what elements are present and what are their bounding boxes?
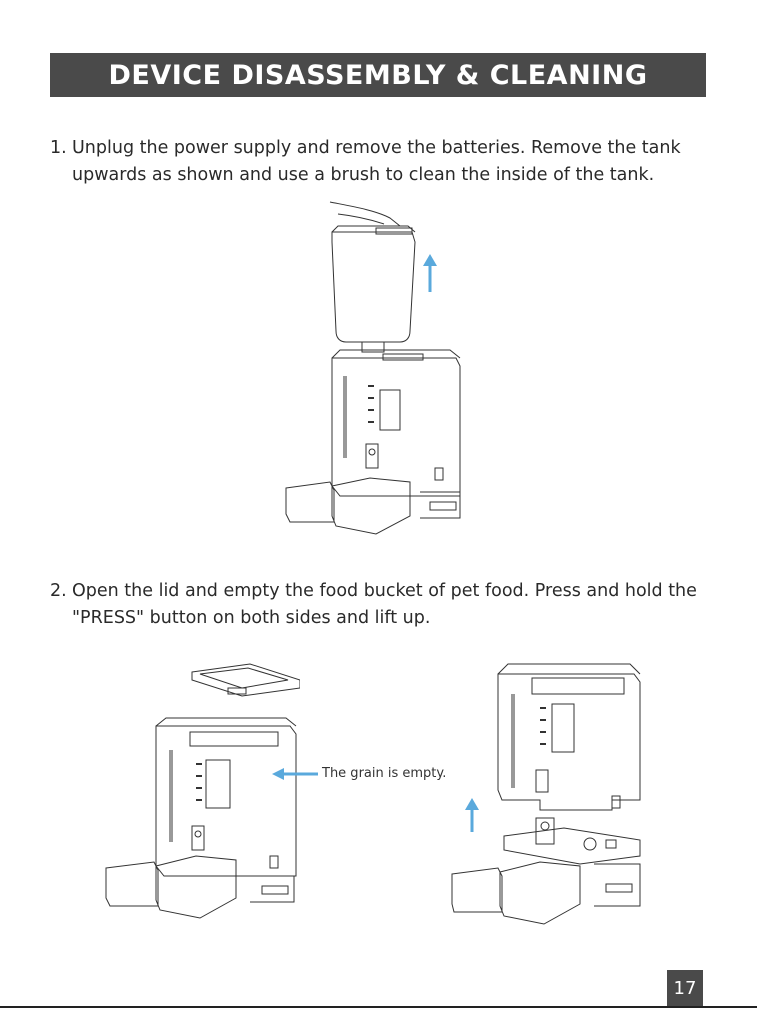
bottom-divider: [0, 1006, 757, 1008]
lid-removed-illustration: [105, 663, 300, 919]
empty-callout: The grain is empty.: [272, 766, 446, 781]
page-title: DEVICE DISASSEMBLY & CLEANING: [108, 59, 648, 91]
tank-removal-illustration: [285, 201, 461, 535]
step-1: 1. Unplug the power supply and remove th…: [50, 135, 720, 189]
left-arrow-icon: [272, 767, 318, 780]
step-2: 2. Open the lid and empty the food bucke…: [50, 578, 720, 632]
callout-text: The grain is empty.: [322, 766, 447, 781]
page-number-label: 17: [673, 977, 697, 999]
step-text: Open the lid and empty the food bucket o…: [72, 581, 697, 628]
bucket-lift-illustration: [451, 663, 641, 925]
page-title-banner: DEVICE DISASSEMBLY & CLEANING: [50, 53, 706, 97]
step-text: Unplug the power supply and remove the b…: [72, 138, 681, 185]
step-number: 2.: [50, 581, 67, 601]
step-number: 1.: [50, 138, 67, 158]
page-number: 17: [667, 970, 703, 1006]
